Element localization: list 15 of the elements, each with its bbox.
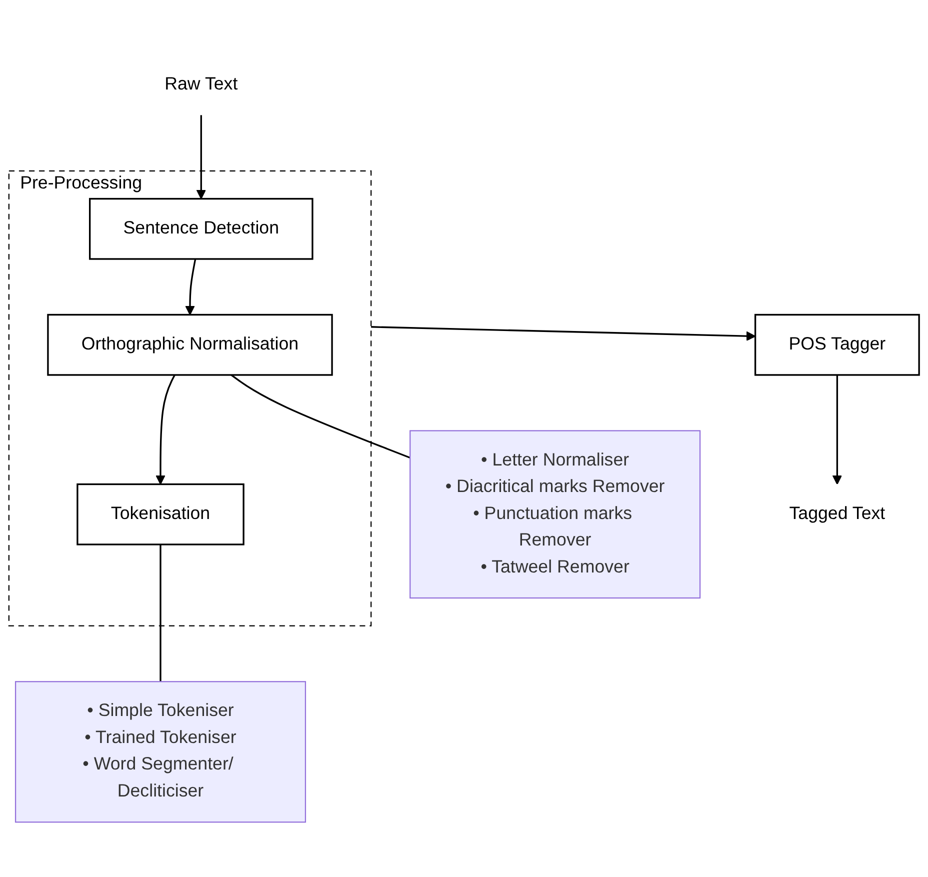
arrow (156, 374, 176, 485)
arrow (185, 258, 196, 316)
node-box: • Letter Normaliser • Diacritical marks Remover • Punctuation marks Remover • Tatweel Remover (410, 430, 701, 599)
node-box: Sentence Detection (88, 198, 314, 260)
node-box: Tokenisation (76, 483, 244, 546)
node-box: POS Tagger (754, 314, 920, 376)
node-text: Tagged Text (789, 504, 886, 524)
arrow (371, 326, 756, 341)
node-text: Raw Text (164, 74, 238, 94)
node-box: Orthographic Normalisation (47, 314, 333, 376)
arrow (196, 115, 206, 200)
arrow (832, 374, 842, 485)
connector (160, 544, 162, 682)
connector (230, 374, 410, 459)
node-box: • Simple Tokeniser • Trained Tokeniser • Word Segmenter/ Decliticiser (14, 681, 306, 823)
